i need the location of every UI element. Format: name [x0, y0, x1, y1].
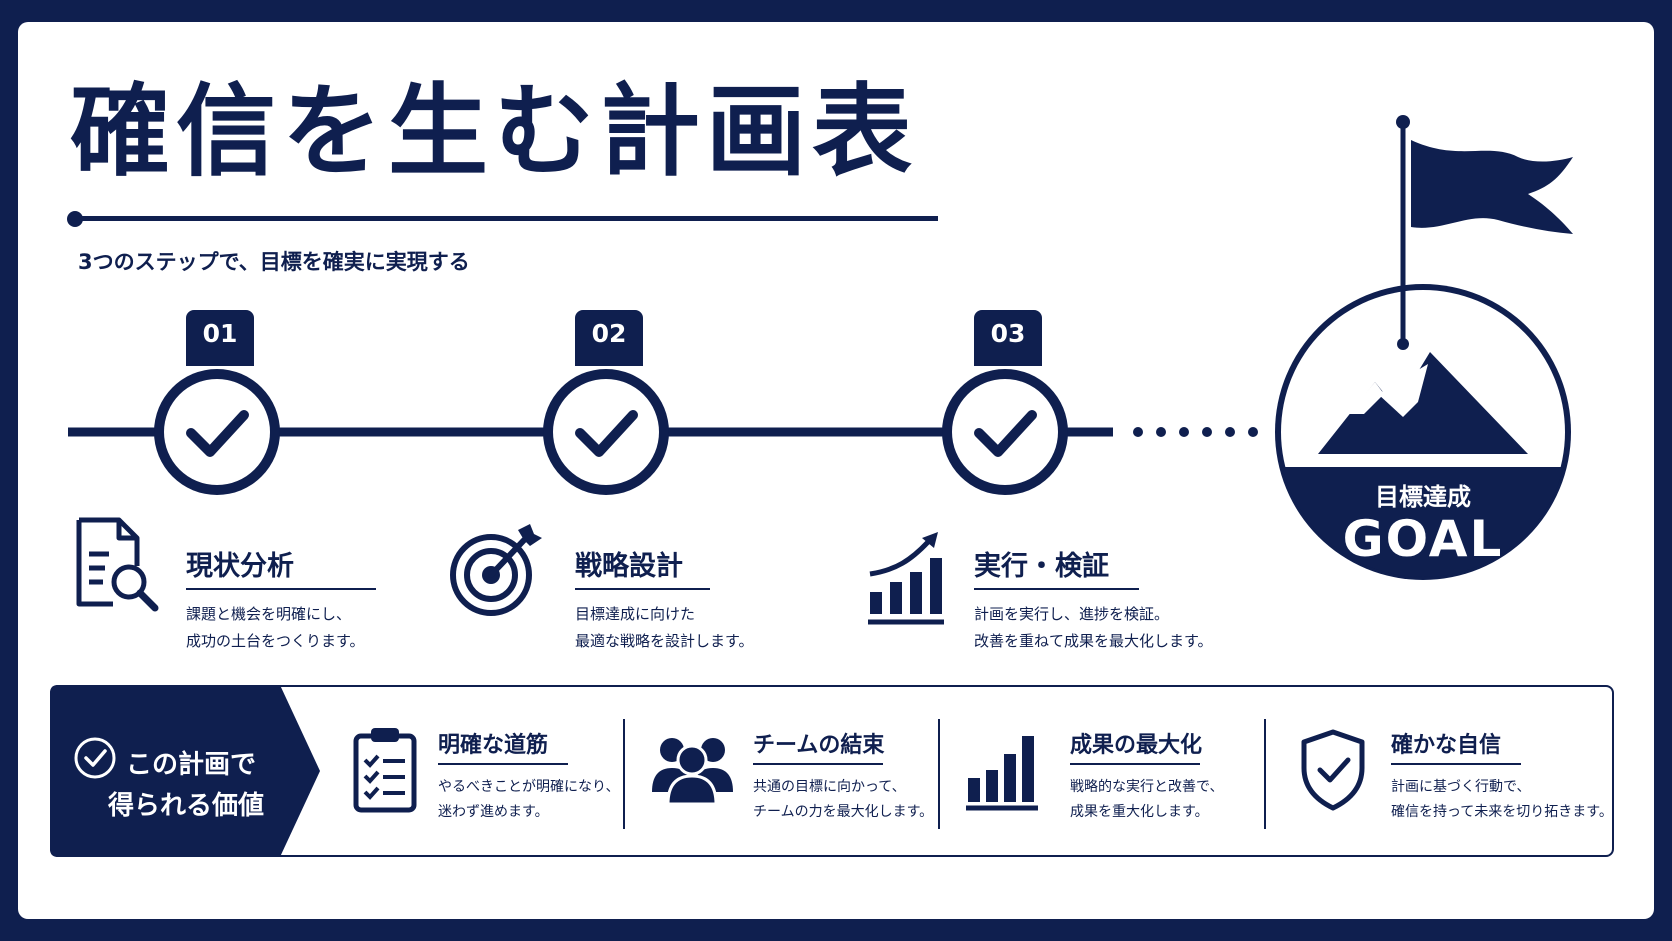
timeline-graphic [68, 115, 1573, 580]
value-desc-1-line1: やるべきことが明確になり、 [438, 779, 620, 795]
value-title-2: チームの結束 [753, 733, 885, 758]
target-arrow-icon [450, 524, 542, 616]
mountain-icon [1318, 352, 1528, 454]
goal-label-en: GOAL [1342, 510, 1504, 568]
value-desc-2-line2: チームの力を最大化します。 [753, 804, 934, 820]
step-desc-02-line2: 最適な戦略を設計します。 [575, 632, 754, 650]
value-desc-2-line1: 共通の目標に向かって、 [753, 779, 906, 795]
value-separator [1264, 719, 1266, 829]
value-heading-line1: この計画で [126, 750, 257, 780]
value-heading-line2: 得られる価値 [108, 791, 265, 821]
step-title-02: 戦略設計 [575, 551, 683, 582]
shield-check-icon [1301, 729, 1365, 811]
step-desc-02-line1: 目標達成に向けた [575, 605, 696, 623]
value-separator [623, 719, 625, 829]
title-rule [74, 216, 938, 221]
value-desc-1-line2: 迷わず進めます。 [438, 804, 549, 820]
flag-icon [1396, 115, 1573, 350]
check-icon [186, 410, 249, 457]
value-title-3: 成果の最大化 [1070, 733, 1203, 758]
step-title-01: 現状分析 [186, 551, 294, 582]
page-title: 確信を生む計画表 [70, 73, 918, 190]
value-desc-4-line2: 確信を持って未来を切り拓きます。 [1391, 804, 1613, 820]
step-rule-03 [974, 588, 1139, 590]
page-subtitle: 3つのステップで、目標を確実に実現する [78, 250, 470, 274]
step-rule-02 [575, 588, 710, 590]
value-title-4: 確かな自信 [1391, 733, 1502, 758]
step-rule-01 [186, 588, 376, 590]
step-circle-03 [942, 369, 1068, 495]
value-separator [938, 719, 940, 829]
step-desc-01-line2: 成功の土台をつくります。 [186, 632, 365, 650]
timeline-dots [1133, 427, 1258, 437]
document-search-icon [76, 517, 159, 612]
goal-label-jp: 目標達成 [1375, 483, 1471, 511]
step-desc-03-line2: 改善を重ねて成果を最大化します。 [974, 632, 1213, 650]
step-title-03: 実行・検証 [974, 551, 1109, 582]
value-title-1: 明確な道筋 [438, 733, 549, 758]
team-icon [652, 738, 733, 804]
value-desc-4-line1: 計画に基づく行動で、 [1391, 779, 1531, 795]
check-icon [974, 410, 1037, 457]
step-number-02: 02 [575, 310, 643, 366]
step-desc-01-line1: 課題と機会を明確にし、 [186, 605, 352, 623]
value-rule-4 [1391, 763, 1521, 765]
step-circle-01 [154, 369, 280, 495]
step-desc-03-line1: 計画を実行し、進捗を検証。 [974, 605, 1170, 623]
value-rule-2 [753, 763, 883, 765]
value-rule-3 [1070, 763, 1200, 765]
value-rule-1 [438, 763, 568, 765]
page-frame: 確信を生む計画表 3つのステップで、目標を確実に実現する [18, 22, 1654, 919]
value-desc-3-line2: 成果を重大化します。 [1070, 804, 1209, 820]
clipboard-checklist-icon [353, 728, 417, 813]
bar-chart-icon [966, 736, 1038, 811]
value-section-arrow [50, 685, 320, 857]
growth-chart-icon [868, 532, 944, 625]
step-number-03: 03 [974, 310, 1042, 366]
value-desc-3-line1: 戦略的な実行と改善で、 [1070, 779, 1224, 795]
check-icon [575, 410, 638, 457]
step-number-01: 01 [186, 310, 254, 366]
goal-circle [1275, 115, 1573, 580]
step-circle-02 [543, 369, 669, 495]
